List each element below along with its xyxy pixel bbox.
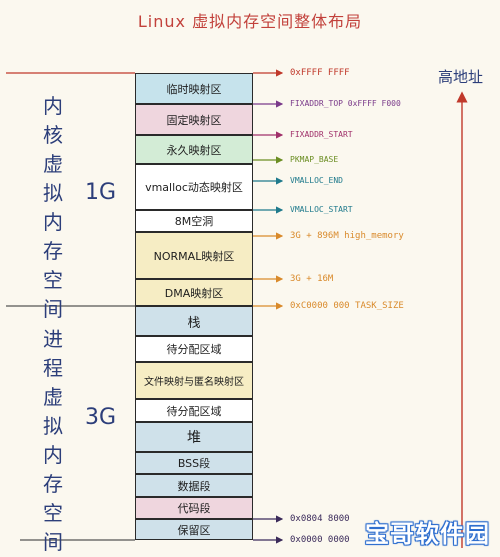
segment-code: 代码段 — [135, 497, 253, 519]
segment-temp-mapping: 临时映射区 — [135, 73, 253, 104]
diagram-title: Linux 虚拟内存空间整体布局 — [137, 12, 363, 31]
address-zero: 0x0000 0000 — [290, 535, 350, 545]
user-space-label: 进程虚拟内存空间 — [43, 327, 63, 554]
address-pkmap-base: PKMAP_BASE — [290, 155, 339, 164]
address-fixaddr-top: FIXADDR_TOP 0xFFFF F000 — [290, 99, 401, 108]
segment-stack: 栈 — [135, 306, 253, 336]
address-vmalloc-end: VMALLOC_END — [290, 176, 343, 185]
segment-unallocated-2: 待分配区域 — [135, 399, 253, 422]
segment-data: 数据段 — [135, 474, 253, 497]
segment-bss: BSS段 — [135, 452, 253, 474]
user-size-label: 3G — [85, 405, 117, 430]
kernel-space-label: 内核虚拟内存空间 — [43, 94, 63, 321]
address-vmalloc-start: VMALLOC_START — [290, 205, 353, 214]
segment-heap: 堆 — [135, 422, 253, 452]
address-task-size: 0xC0000 000 TASK_SIZE — [290, 301, 404, 311]
segment-dma: DMA映射区 — [135, 279, 253, 306]
segment-reserved: 保留区 — [135, 519, 253, 540]
segment-normal: NORMAL映射区 — [135, 232, 253, 279]
address-top: 0xFFFF FFFF — [290, 68, 350, 78]
segment-fixed-mapping: 固定映射区 — [135, 104, 253, 135]
address-high-memory: 3G + 896M high_memory — [290, 231, 404, 241]
kernel-size-label: 1G — [85, 180, 117, 205]
watermark-logo: 宝哥软件园 — [365, 520, 490, 548]
address-code-start: 0x0804 8000 — [290, 514, 350, 524]
address-3g-16m: 3G + 16M — [290, 274, 334, 284]
segment-permanent-mapping: 永久映射区 — [135, 135, 253, 164]
address-fixaddr-start: FIXADDR_START — [290, 130, 353, 139]
segment-vmalloc: vmalloc动态映射区 — [135, 164, 253, 210]
segment-mmap: 文件映射与匿名映射区 — [135, 362, 253, 399]
high-address-label: 高地址 — [438, 68, 484, 86]
segment-8m-hole: 8M空洞 — [135, 210, 253, 232]
segment-unallocated-1: 待分配区域 — [135, 336, 253, 362]
